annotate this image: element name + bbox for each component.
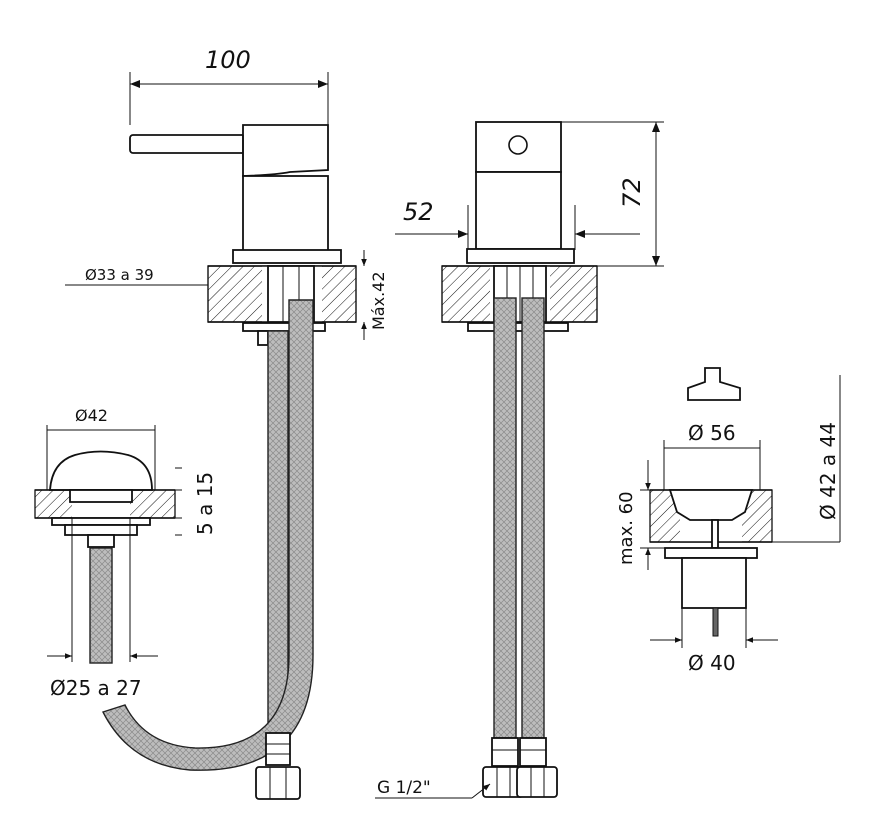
- thread-label: G 1/2": [377, 778, 431, 798]
- side-view: 100 Ø33 a 39 Máx.42: [65, 46, 388, 800]
- drain-bottom-label: Ø 40: [688, 651, 736, 675]
- drain-range-label: Ø 42 a 44: [816, 422, 840, 520]
- hole-diameter-label: Ø33 a 39: [85, 266, 154, 284]
- drain-detail: Ø 56 Ø 42 a 44 max. 60 Ø 40: [616, 367, 841, 675]
- cap-detail: Ø42 5 a 15 Ø25 a 27: [34, 406, 217, 700]
- drain-max-label: max. 60: [616, 491, 637, 565]
- cap-diameter-label: Ø42: [75, 406, 108, 425]
- max-thickness-label: Máx.42: [369, 271, 388, 330]
- width-100-label: 100: [205, 46, 251, 74]
- drain-top-label: Ø 56: [688, 421, 736, 445]
- cap-hole-label: Ø25 a 27: [50, 676, 142, 700]
- width-52-label: 52: [403, 198, 434, 226]
- cap-height-label: 5 a 15: [193, 472, 217, 535]
- front-view: 72 52: [375, 121, 664, 799]
- height-72-label: 72: [618, 177, 646, 208]
